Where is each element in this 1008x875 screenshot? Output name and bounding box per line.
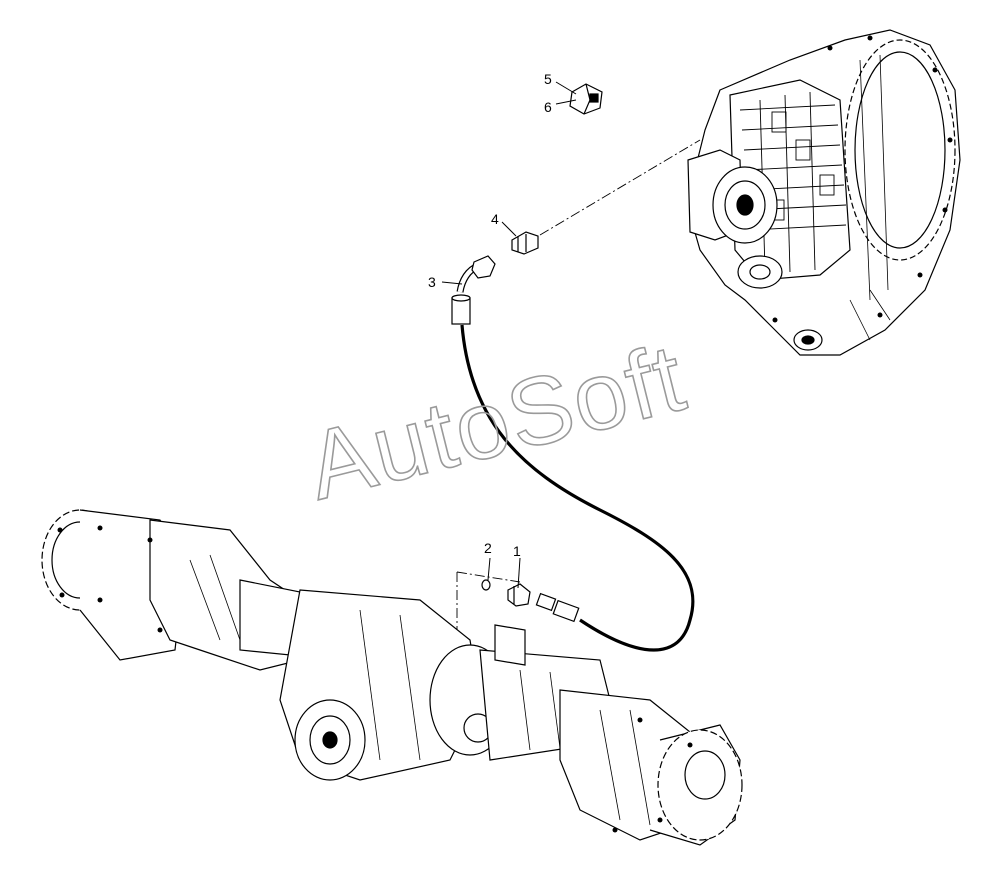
- transmission-assembly: [687, 29, 961, 356]
- callout-4: 4: [491, 211, 499, 227]
- callout-3: 3: [428, 274, 436, 290]
- drive-axle-assembly: [41, 509, 743, 846]
- callout-labels: 1 2 3 4 5 6: [428, 71, 552, 559]
- callout-1: 1: [513, 543, 521, 559]
- speed-sensor: [481, 579, 531, 607]
- adapter-fitting: [511, 231, 539, 255]
- callout-6: 6: [544, 99, 552, 115]
- callout-5: 5: [544, 71, 552, 87]
- callout-2: 2: [484, 540, 492, 556]
- watermark-text: AutoSoft: [297, 324, 696, 521]
- speed-sensor-cable: [451, 255, 695, 652]
- watermark: AutoSoft: [296, 323, 696, 521]
- callout-leaders: [441, 81, 577, 589]
- speed-sensor-connector: [569, 83, 603, 115]
